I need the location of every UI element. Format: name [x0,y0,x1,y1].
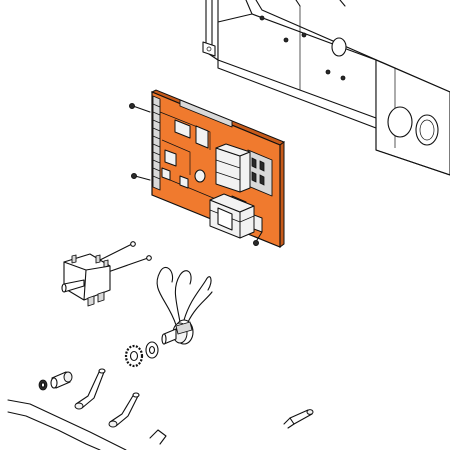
base-panel-edge [7,399,167,450]
thermostat-probe [283,409,314,429]
connector-pins [152,103,161,180]
chassis-enclosure [202,0,450,176]
indicator-lamp [38,371,73,391]
flat-washer [145,341,159,359]
lock-washer [124,344,144,368]
rotary-selector-switch [61,241,152,307]
potentiometer [156,267,213,345]
knob-shaft [74,368,140,428]
board-transformer [209,193,255,239]
control-circuit-board [150,89,286,248]
board-mounting-screws [128,103,263,246]
